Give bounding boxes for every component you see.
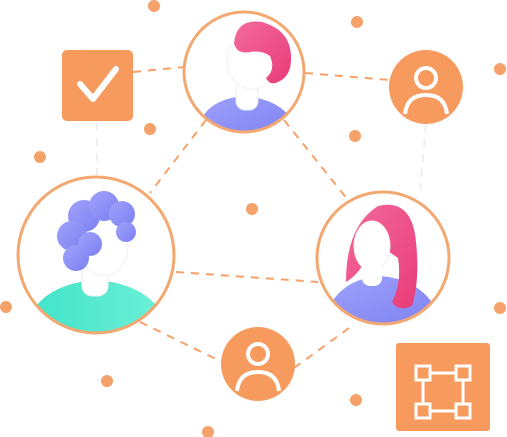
connector-bottomuser-right — [293, 325, 353, 369]
user-icon — [403, 66, 449, 115]
dot — [0, 301, 12, 313]
connector-checkbox-top — [132, 66, 185, 73]
avatar-ring — [182, 10, 306, 134]
connector-left-right — [175, 271, 319, 283]
neck — [362, 262, 382, 286]
checkbox-background — [62, 50, 133, 121]
connector-top-right — [283, 119, 349, 201]
dot — [494, 63, 506, 75]
curly-purple-hair — [57, 191, 136, 271]
dot — [144, 123, 156, 135]
connector-top-userright — [304, 72, 391, 81]
dot — [349, 130, 361, 142]
dot — [246, 203, 258, 215]
connector-top-left — [149, 119, 207, 194]
dot — [202, 426, 214, 437]
transform-background — [396, 343, 490, 431]
user-avatar-bottom — [221, 327, 295, 401]
dot — [494, 302, 506, 314]
person-avatar-left — [16, 175, 176, 335]
bounding-box-icon — [414, 364, 472, 420]
checkmark-icon — [77, 66, 119, 102]
transform-tile — [396, 343, 490, 431]
person-avatar-right — [315, 190, 451, 326]
pink-hair — [234, 21, 292, 84]
user-avatar-top-right — [389, 50, 463, 124]
dot — [350, 394, 362, 406]
dot — [34, 151, 46, 163]
checkbox-tile — [62, 50, 133, 121]
connector-lines — [132, 66, 391, 369]
dot — [351, 16, 363, 28]
connector-userright-right — [419, 123, 427, 191]
avatar-ring — [315, 190, 451, 326]
avatar-ring — [16, 175, 176, 335]
faint-connectors — [96, 123, 427, 191]
dot — [148, 0, 160, 12]
person-avatar-top — [182, 10, 306, 134]
user-icon — [235, 342, 281, 392]
connector-left-bottomuser — [139, 321, 223, 363]
dot — [101, 375, 113, 387]
